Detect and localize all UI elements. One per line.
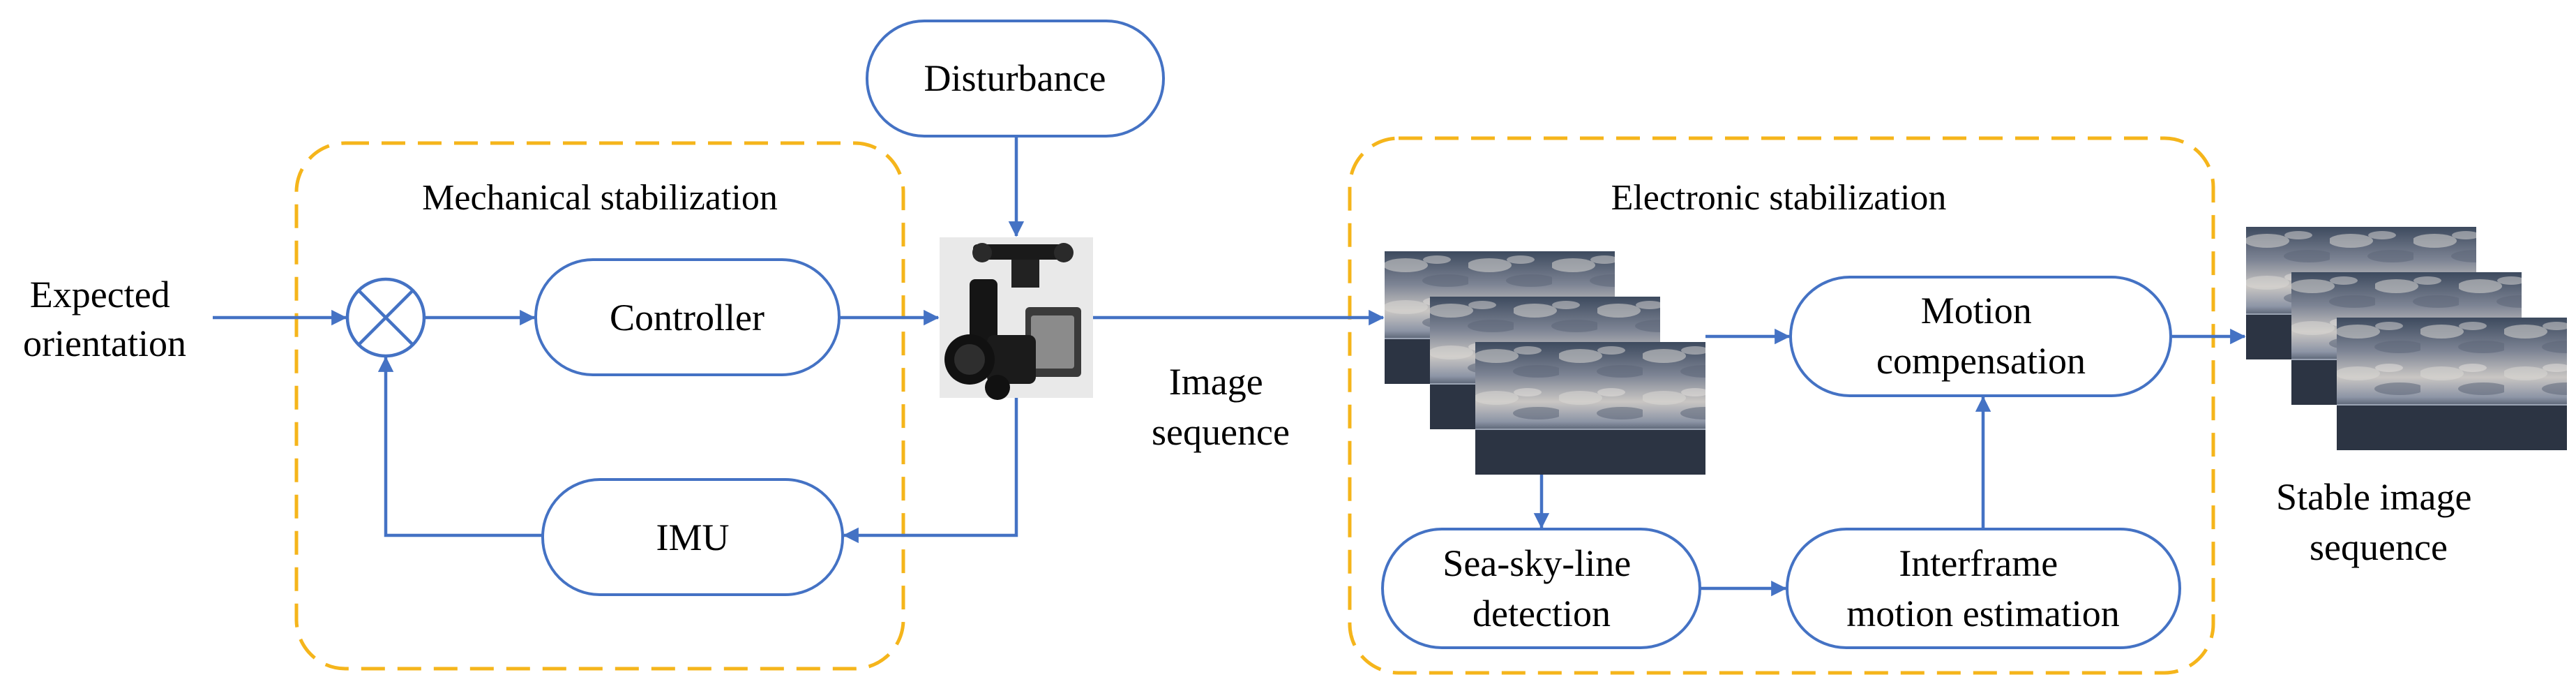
image-stack-icon — [2245, 226, 2568, 451]
expected-orientation-label: Expected orientation — [23, 274, 186, 364]
circle-cross-icon — [345, 277, 426, 358]
mechanical-stabilization-group — [294, 141, 905, 671]
controller-node — [534, 258, 841, 376]
disturbance-label: Disturbance — [924, 57, 1106, 99]
stable-image-sequence-label: Stable image sequence — [2276, 476, 2481, 568]
mechanical-stabilization-title: Mechanical stabilization — [422, 178, 778, 218]
image-stack-icon — [1384, 251, 1706, 475]
sea-sky-line-detection-label: Sea-sky-line detection — [1443, 542, 1640, 634]
connectors — [213, 136, 2246, 597]
interframe-motion-estimation-label: Interframe motion estimation — [1846, 542, 2119, 634]
imu-label: IMU — [656, 517, 730, 558]
motion-compensation-label: Motion compensation — [1876, 290, 2086, 382]
imu-node — [541, 478, 844, 596]
edge-imu-to-junction — [377, 356, 543, 537]
controller-label: Controller — [610, 297, 764, 339]
electronic-stabilization-title: Electronic stabilization — [1611, 178, 1947, 218]
gimbal-camera-icon — [940, 237, 1093, 400]
edge-gimbal-to-imu — [843, 398, 1018, 544]
image-sequence-label: Image sequence — [1152, 361, 1290, 453]
electronic-stabilization-group — [1348, 136, 2215, 675]
